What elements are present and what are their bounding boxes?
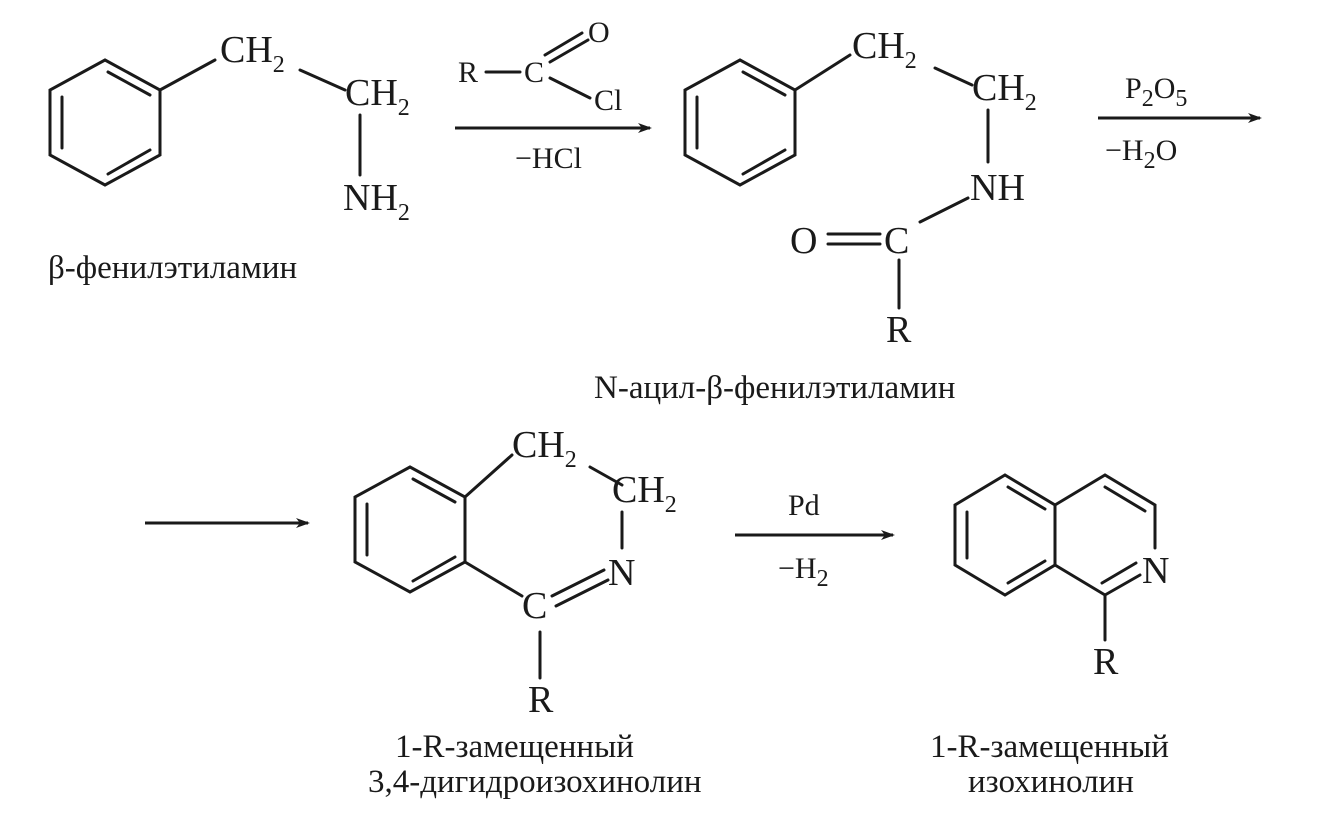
nh-label: NH: [970, 167, 1025, 209]
nitrogen-atom: N: [1142, 550, 1169, 592]
phenylethylamine-structure: CH2 CH2 NH2: [48, 29, 410, 226]
inner-double-bond: [106, 70, 152, 97]
svg-text:Cl: Cl: [594, 84, 622, 117]
ch2-label: CH2: [345, 72, 410, 121]
n-acyl-phenylethylamine-structure: CH2 CH2 NH C O R: [683, 25, 1037, 351]
caption-dihydro-line2: 3,4-дигидроизохинолин: [368, 764, 702, 800]
r-group: R: [1093, 641, 1119, 683]
ch2-label: CH2: [220, 29, 285, 78]
nh2-label: NH2: [343, 177, 410, 226]
reagent-pd: Pd: [788, 489, 820, 522]
inner-double-bond: [106, 148, 152, 176]
carbonyl-oxygen: O: [790, 220, 817, 262]
reagent-below-h2: −H2: [778, 552, 829, 592]
ch2-label: CH2: [612, 469, 677, 518]
reagent-below-hcl: −HCl: [515, 142, 582, 175]
r-group: R: [886, 309, 912, 351]
benzene-ring-4: [953, 473, 1057, 597]
benzene-ring-2: [683, 58, 797, 187]
svg-text:C: C: [524, 56, 544, 89]
caption-isoquinoline-line1: 1-R-замещенный: [930, 729, 1169, 765]
pyridine-ring: [1053, 473, 1157, 550]
isoquinoline-structure: N R: [953, 473, 1169, 683]
reagent-acyl-chloride: R C O Cl: [458, 16, 622, 117]
carbonyl-carbon: C: [884, 220, 909, 262]
reagent-p2o5: P2O5: [1125, 72, 1187, 112]
benzene-ring-1: [48, 58, 162, 187]
svg-text:O: O: [588, 16, 610, 49]
reagent-below-h2o: −H2O: [1105, 134, 1177, 174]
nitrogen-atom: N: [608, 552, 635, 594]
svg-text:R: R: [458, 56, 478, 89]
r-group: R: [528, 679, 554, 721]
dihydroisoquinoline-structure: CH2 CH2 N C R: [353, 424, 677, 721]
benzene-ring-3: [353, 465, 467, 594]
ch2-label: CH2: [512, 424, 577, 473]
caption-phenylethylamine: β-фенилэтиламин: [48, 250, 297, 286]
caption-dihydro-line1: 1-R-замещенный: [395, 729, 634, 765]
imine-carbon: C: [522, 585, 547, 627]
ch2-label: CH2: [972, 67, 1037, 116]
caption-isoquinoline-line2: изохинолин: [968, 764, 1134, 800]
caption-acyl: N-ацил-β-фенилэтиламин: [594, 370, 955, 406]
ch2-label: CH2: [852, 25, 917, 74]
